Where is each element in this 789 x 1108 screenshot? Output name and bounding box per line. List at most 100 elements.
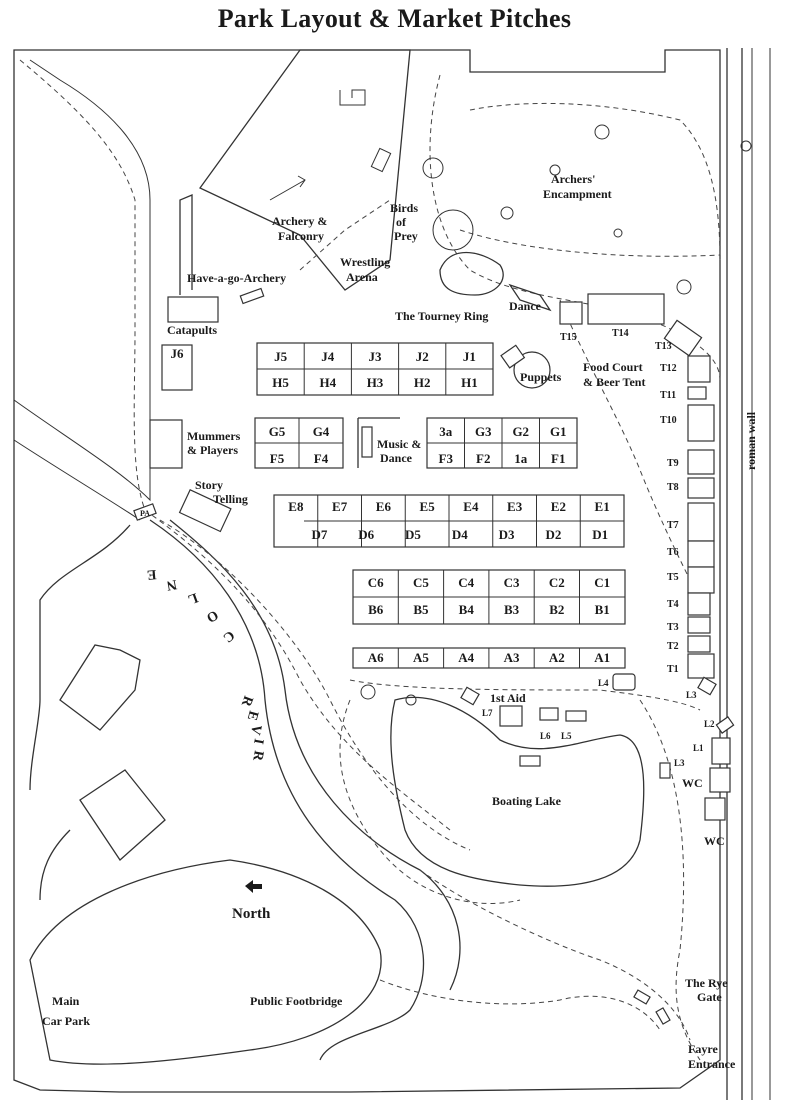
pitch-G3: G3 [475,424,492,439]
park-boundary [13,49,721,1093]
trade-pitch-box [687,592,711,616]
north-label: North [232,906,271,922]
car-park-label-1: Main [52,994,80,1008]
trade-pitch-box [663,319,703,357]
pitch-F3: F3 [439,451,454,466]
river-letter: E [146,566,157,582]
pitch-C1: C1 [594,575,610,590]
mummers-label-2: & Players [187,443,238,457]
trade-pitch-box [559,301,583,325]
pitch-B6: B6 [368,602,384,617]
pitch-H2: H2 [414,375,431,390]
page-title: Park Layout & Market Pitches [217,4,572,33]
pitch-F2: F2 [476,451,490,466]
trade-pitch-box [587,293,665,325]
trade-pitch-T5: T5 [667,572,679,583]
pitch-1a: 1a [514,451,528,466]
catapults-label: Catapults [167,323,217,337]
pitch-D6: D6 [358,527,374,542]
pitch-L3a: L3 [686,690,697,700]
encampment-label-2: Encampment [543,187,612,201]
encampment-label-1: Archers' [551,172,595,186]
birds-label-1: Birds [390,201,418,215]
archery-label-1: Archery & [272,214,327,228]
boating-lake-outline [390,696,645,887]
pitch-H5: H5 [272,375,289,390]
trade-pitch-box [687,566,715,594]
trade-pitch-box [687,355,711,383]
pitch-F1: F1 [551,451,565,466]
pitch-L5: L5 [561,731,572,741]
pitch-D7: D7 [311,527,327,542]
music-label-2: Dance [380,451,413,465]
pitch-L3b: L3 [674,758,685,768]
pitch-H4: H4 [319,375,336,390]
trade-pitch-T9: T9 [667,458,679,469]
pitch-C2: C2 [549,575,565,590]
river-letter: R [249,749,266,762]
pitch-E5: E5 [420,499,436,514]
music-label-1: Music & [377,437,421,451]
pitch-H3: H3 [367,375,384,390]
pitch-B4: B4 [459,602,475,617]
pitch-L2: L2 [704,719,715,729]
pitch-C4: C4 [458,575,474,590]
pitch-J5: J5 [274,349,288,364]
trade-pitch-T8: T8 [667,482,679,493]
pitch-L6: L6 [540,731,551,741]
puppets-label: Puppets [520,370,562,384]
trade-pitch-T6: T6 [667,547,679,558]
trade-pitch-T11: T11 [660,390,676,401]
pitch-A2: A2 [549,650,565,665]
rye-gate-label-2: Gate [697,990,722,1004]
first-aid-label: 1st Aid [490,691,526,705]
pitch-J6: J6 [171,346,185,361]
pitch-D2: D2 [545,527,561,542]
trade-pitch-box [687,653,715,679]
pitch-A5: A5 [413,650,429,665]
pa-label: PA [140,509,150,518]
trade-pitch-T15: T15 [560,332,577,343]
pitch-3a: 3a [439,424,453,439]
trade-pitch-T2: T2 [667,641,679,652]
pitch-row-h: H5 H4 H3 H2 H1 [272,375,477,390]
food-court-label-1: Food Court [583,360,643,374]
river-letter: V [247,723,264,736]
pitch-G1: G1 [550,424,567,439]
pitch-H1: H1 [461,375,478,390]
car-park-label-2: Car Park [42,1014,90,1028]
roman-wall-label: roman wall [744,411,758,470]
pitch-A4: A4 [458,650,474,665]
pitch-E3: E3 [507,499,523,514]
pitch-F5: F5 [270,451,285,466]
trade-pitch-T12: T12 [660,363,677,374]
footbridge-label: Public Footbridge [250,994,343,1008]
trade-pitch-T1: T1 [667,664,679,675]
trade-pitch-box [687,449,715,475]
wrestling-label-2: Arena [346,270,378,284]
pitch-J1: J1 [463,349,476,364]
pitch-D1: D1 [592,527,608,542]
boating-lake-label: Boating Lake [492,794,562,808]
pitch-J4: J4 [321,349,335,364]
pitch-E8: E8 [288,499,304,514]
trade-pitch-box [687,502,715,542]
have-a-go-label: Have-a-go-Archery [187,271,286,285]
river-letter: R [237,694,255,709]
pitch-C5: C5 [413,575,429,590]
trade-pitch-box [687,404,715,442]
pitch-B3: B3 [504,602,520,617]
pitch-C3: C3 [504,575,520,590]
fayre-label-2: Entrance [688,1057,736,1071]
pitch-E1: E1 [595,499,610,514]
pitch-B1: B1 [595,602,610,617]
river-letter: L [186,589,200,606]
pitch-E4: E4 [463,499,479,514]
river-letter: N [165,576,178,593]
food-court-label-2: & Beer Tent [583,375,645,389]
pitch-A6: A6 [368,650,384,665]
